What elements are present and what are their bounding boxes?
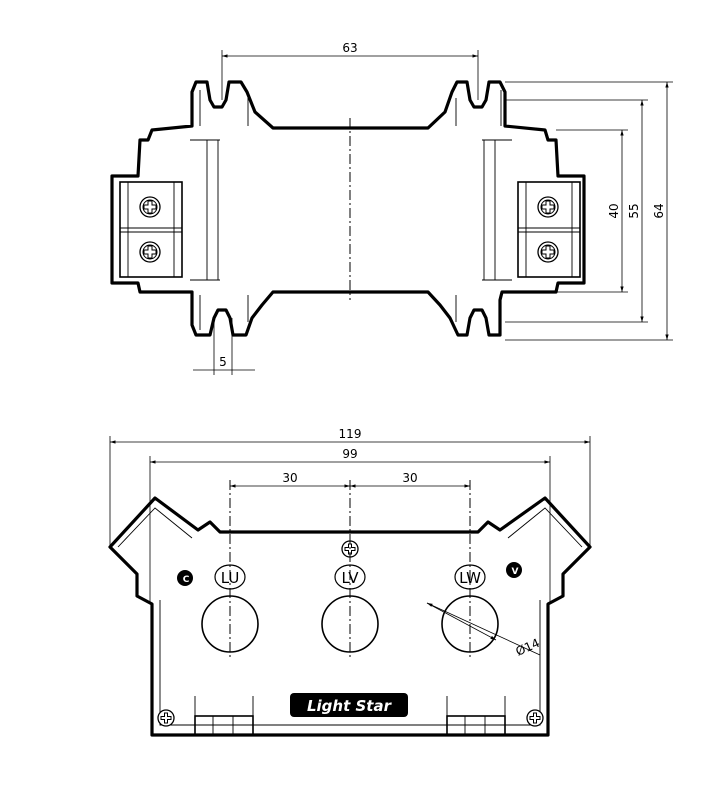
svg-text:V: V (512, 567, 519, 577)
top-view-slot-lines (199, 90, 502, 330)
dim-diameter-inner-arrow (426, 602, 497, 641)
brand-logo: Light Star (290, 693, 408, 717)
dim-99-label: 99 (342, 447, 357, 461)
corner-screw-left-icon (157, 709, 175, 727)
dim-30-right-label: 30 (402, 471, 417, 485)
top-view-inner-right (482, 139, 512, 281)
front-view-foot-right (446, 696, 506, 736)
dim-119-label: 119 (339, 427, 362, 441)
screw-icon (537, 196, 559, 218)
dim-63-label: 63 (342, 41, 357, 55)
terminal-block-left (119, 181, 183, 278)
dim-30-left-label: 30 (282, 471, 297, 485)
corner-screw-right-icon (526, 709, 544, 727)
top-view-inner-left (190, 139, 220, 281)
top-view-outline (110, 80, 586, 337)
dim-diameter-leader (426, 602, 541, 656)
screw-icon (139, 241, 161, 263)
screw-icon (139, 196, 161, 218)
front-view-outline (108, 496, 592, 737)
terminal-block-left-divider (120, 182, 182, 277)
dim-64-label: 64 (652, 203, 666, 218)
terminal-block-right-divider (518, 182, 580, 277)
marker-left: C (177, 570, 193, 586)
front-view-foot-left (194, 696, 254, 736)
dim-55-label: 55 (627, 203, 641, 218)
dim-40-label: 40 (607, 203, 621, 218)
svg-text:C: C (183, 575, 190, 585)
front-view-inner-edge (117, 507, 583, 726)
marker-right: V (506, 562, 522, 578)
dim-vertical-extensions (505, 81, 673, 341)
terminal-block-right (517, 181, 581, 278)
dim-diameter-label: Ø14 (514, 636, 542, 659)
front-view: LU LV LW C V Light Star (108, 427, 592, 737)
top-view: 63 5 40 55 64 (110, 41, 673, 375)
dim-5-label: 5 (219, 355, 227, 369)
svg-text:Light Star: Light Star (307, 697, 393, 715)
screw-icon (537, 241, 559, 263)
